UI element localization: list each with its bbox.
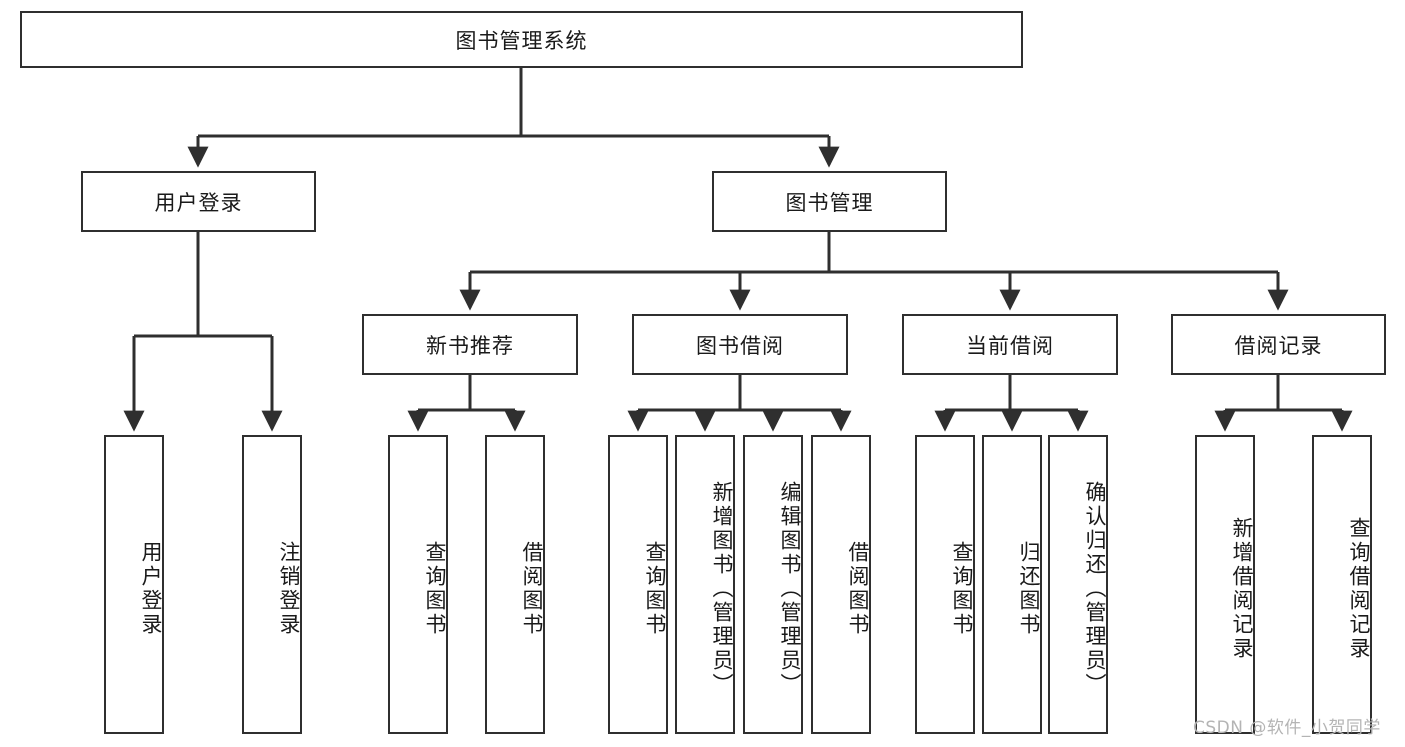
leaf-confirm-return-label: 确认归还（管理员） <box>1083 480 1107 697</box>
leaf-query-book-cur-label: 查询图书 <box>950 540 974 637</box>
leaf-edit-book[interactable]: 编辑图书（管理员） <box>743 435 803 734</box>
leaf-return-book-label: 归还图书 <box>1017 540 1041 637</box>
node-book-manage[interactable]: 图书管理 <box>712 171 947 232</box>
leaf-query-record-label: 查询借阅记录 <box>1347 516 1371 661</box>
leaf-query-book-label: 查询图书 <box>643 540 667 637</box>
leaf-user-login-label: 用户登录 <box>139 540 163 637</box>
leaf-logout-label: 注销登录 <box>277 540 301 637</box>
leaf-query-book-rec[interactable]: 查询图书 <box>388 435 448 734</box>
leaf-return-book[interactable]: 归还图书 <box>982 435 1042 734</box>
leaf-query-book-cur[interactable]: 查询图书 <box>915 435 975 734</box>
leaf-user-login[interactable]: 用户登录 <box>104 435 164 734</box>
node-new-book-rec-label: 新书推荐 <box>426 333 514 358</box>
leaf-add-record-label: 新增借阅记录 <box>1230 516 1254 661</box>
leaf-query-book[interactable]: 查询图书 <box>608 435 668 734</box>
node-book-borrow[interactable]: 图书借阅 <box>632 314 848 375</box>
node-borrow-record[interactable]: 借阅记录 <box>1171 314 1386 375</box>
leaf-query-record[interactable]: 查询借阅记录 <box>1312 435 1372 734</box>
leaf-query-book-rec-label: 查询图书 <box>423 540 447 637</box>
node-root-label: 图书管理系统 <box>455 28 588 53</box>
node-user-login[interactable]: 用户登录 <box>81 171 316 232</box>
node-user-login-label: 用户登录 <box>154 190 243 215</box>
leaf-borrow-book-rec-label: 借阅图书 <box>520 540 544 637</box>
node-current-borrow[interactable]: 当前借阅 <box>902 314 1118 375</box>
leaf-edit-book-label: 编辑图书（管理员） <box>778 480 802 697</box>
leaf-add-record[interactable]: 新增借阅记录 <box>1195 435 1255 734</box>
leaf-borrow-book[interactable]: 借阅图书 <box>811 435 871 734</box>
node-root[interactable]: 图书管理系统 <box>20 11 1023 68</box>
leaf-logout[interactable]: 注销登录 <box>242 435 302 734</box>
node-book-borrow-label: 图书借阅 <box>696 333 784 358</box>
leaf-confirm-return[interactable]: 确认归还（管理员） <box>1048 435 1108 734</box>
node-book-manage-label: 图书管理 <box>785 190 874 215</box>
leaf-borrow-book-rec[interactable]: 借阅图书 <box>485 435 545 734</box>
node-borrow-record-label: 借阅记录 <box>1234 333 1323 358</box>
watermark: CSDN @软件_小贺同学 <box>1193 718 1381 738</box>
leaf-borrow-book-label: 借阅图书 <box>846 540 870 637</box>
leaf-add-book[interactable]: 新增图书（管理员） <box>675 435 735 734</box>
node-new-book-rec[interactable]: 新书推荐 <box>362 314 578 375</box>
node-current-borrow-label: 当前借阅 <box>966 333 1054 358</box>
leaf-add-book-label: 新增图书（管理员） <box>710 480 734 697</box>
